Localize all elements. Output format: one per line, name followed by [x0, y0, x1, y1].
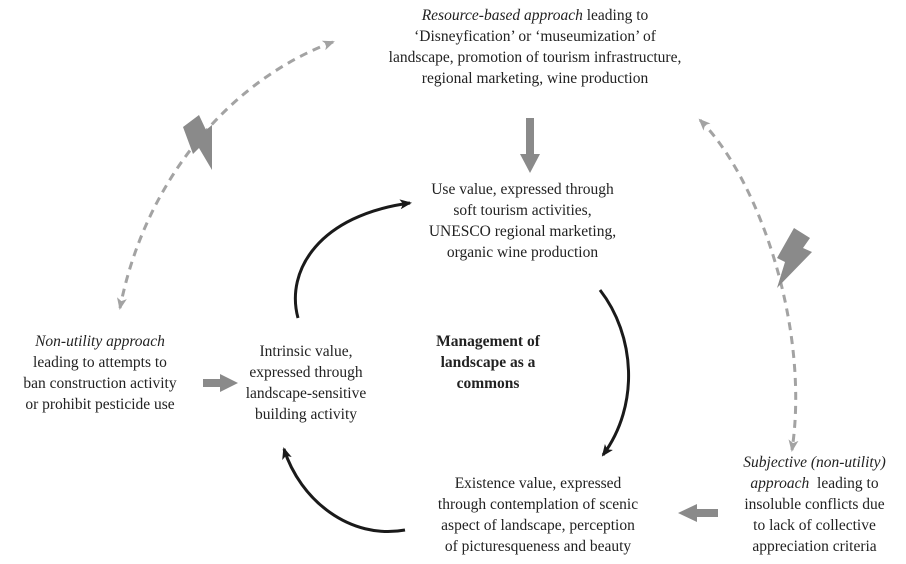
cycle-arrow-use-to-existence: [598, 289, 630, 457]
non-utility-line-2: ban construction activity: [23, 375, 177, 392]
existence-line-4: of picturesqueness and beauty: [444, 538, 632, 555]
cycle-arrow-intrinsic-to-use: [293, 199, 412, 319]
center-line-1: Management of: [436, 333, 540, 350]
intrinsic-line-2: expressed through: [249, 364, 363, 381]
use-value-line-1: Use value, expressed through: [431, 181, 614, 198]
resource-line-1: ‘Disneyfication’ or ‘museumization’ of: [414, 28, 656, 45]
resource-line-3: regional marketing, wine production: [421, 70, 649, 87]
subjective-line-3: appreciation criteria: [752, 538, 877, 555]
arrow-subjective-to-existence-head: [678, 504, 697, 522]
cycle-arrow-existence-to-intrinsic: [282, 447, 406, 533]
use-value-line-3: UNESCO regional marketing,: [428, 223, 617, 240]
existence-line-3: aspect of landscape, perception: [441, 517, 635, 534]
node-subjective-approach: Subjective (non-utility) approach leadin…: [723, 452, 906, 557]
use-value-line-2: soft tourism activities,: [453, 202, 592, 219]
subjective-emphasis: Subjective (non-utility): [743, 454, 886, 471]
intrinsic-line-1: Intrinsic value,: [259, 343, 353, 360]
lightning-bolt-icon: [777, 228, 812, 288]
dashed-arrow-resource-subjective: [698, 118, 799, 452]
existence-line-2: through contemplation of scenic: [437, 496, 639, 513]
subjective-emphasis-2: approach: [750, 475, 810, 492]
node-non-utility-approach: Non-utility approach leading to attempts…: [0, 331, 200, 415]
resource-emphasis: Resource-based approach: [421, 7, 583, 24]
resource-line-2: landscape, promotion of tourism infrastr…: [388, 49, 682, 66]
resource-emphasis-tail: leading to: [582, 7, 649, 24]
node-existence-value: Existence value, expressed through conte…: [408, 473, 668, 557]
subjective-emphasis-2-tail: leading to: [809, 475, 879, 492]
non-utility-line-3: or prohibit pesticide use: [25, 396, 175, 413]
use-value-line-4: organic wine production: [446, 244, 599, 261]
node-use-value: Use value, expressed through soft touris…: [400, 179, 645, 263]
non-utility-line-1: leading to attempts to: [33, 354, 167, 371]
subjective-line-1: insoluble conflicts due: [744, 496, 885, 513]
center-line-2: landscape as a: [440, 354, 536, 371]
subjective-line-2: to lack of collective: [753, 517, 876, 534]
existence-line-1: Existence value, expressed: [454, 475, 622, 492]
arrow-nonutility-to-intrinsic-head: [220, 374, 238, 392]
arrow-resource-to-use-head: [520, 154, 540, 173]
intrinsic-line-3: landscape-sensitive: [245, 385, 367, 402]
non-utility-emphasis: Non-utility approach: [35, 333, 165, 350]
node-intrinsic-value: Intrinsic value, expressed through lands…: [236, 341, 376, 425]
intrinsic-line-4: building activity: [254, 406, 358, 423]
node-center-management: Management of landscape as a commons: [413, 331, 563, 394]
node-resource-based-approach: Resource-based approach leading to ‘Disn…: [330, 5, 740, 89]
lightning-bolt-icon: [183, 115, 212, 170]
center-line-3: commons: [456, 375, 520, 392]
